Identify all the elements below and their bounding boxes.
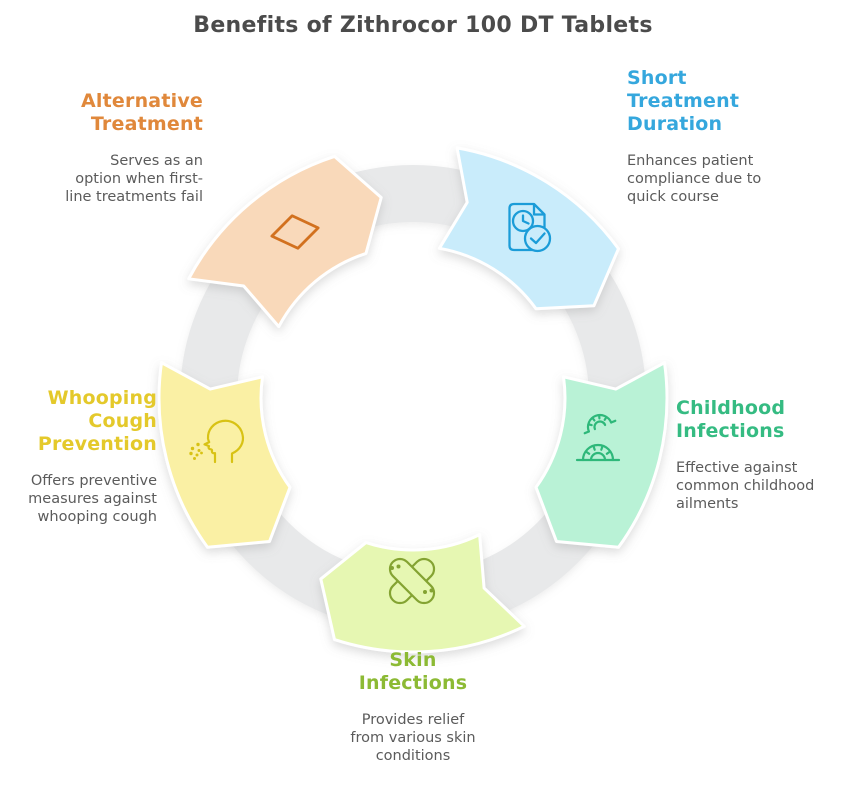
coughing-head-icon: [189, 419, 245, 464]
benefit-description: Offers preventive measures against whoop…: [28, 472, 157, 525]
benefit-heading: Whooping Cough Prevention: [37, 387, 157, 455]
benefit-card-short-treatment-duration: Short Treatment Duration Enhances patien…: [627, 67, 837, 207]
check-circle-icon: [523, 224, 552, 253]
gauge-large: [575, 443, 621, 462]
benefit-card-childhood-infections: Childhood Infections Effective against c…: [676, 397, 846, 514]
benefit-card-alternative-treatment: Alternative Treatment Serves as an optio…: [0, 90, 203, 207]
benefit-card-skin-infections: Skin Infections Provides relief from var…: [303, 649, 523, 766]
benefit-card-whooping-cough-prevention: Whooping Cough Prevention Offers prevent…: [0, 387, 157, 527]
benefit-description: Effective against common childhood ailme…: [676, 459, 815, 512]
clock-hands: [521, 214, 530, 225]
bandage-dots: [390, 564, 434, 594]
benefit-heading: Childhood Infections: [676, 397, 786, 442]
head-profile: [203, 419, 245, 464]
benefit-description: Provides relief from various skin condit…: [350, 711, 476, 764]
benefit-description: Enhances patient compliance due to quick…: [627, 152, 762, 205]
gauge-small: [583, 413, 617, 435]
clock-icon: [511, 209, 535, 233]
benefit-heading: Skin Infections: [358, 649, 468, 694]
gauges-icon: [575, 413, 621, 462]
benefit-heading: Short Treatment Duration: [627, 67, 740, 135]
cough-particles: [189, 442, 203, 460]
benefit-heading: Alternative Treatment: [81, 90, 203, 135]
checkmark: [529, 232, 546, 245]
page-title: Benefits of Zithrocor 100 DT Tablets: [193, 13, 653, 38]
diamond-icon: [270, 214, 320, 250]
document-clock-check-icon: [508, 202, 552, 253]
segment-whooping-cough-prevention: [157, 361, 292, 549]
icons-layer: [189, 202, 621, 605]
benefit-description: Serves as an option when first- line tre…: [65, 152, 203, 205]
crossed-bandages-icon: [388, 557, 436, 605]
